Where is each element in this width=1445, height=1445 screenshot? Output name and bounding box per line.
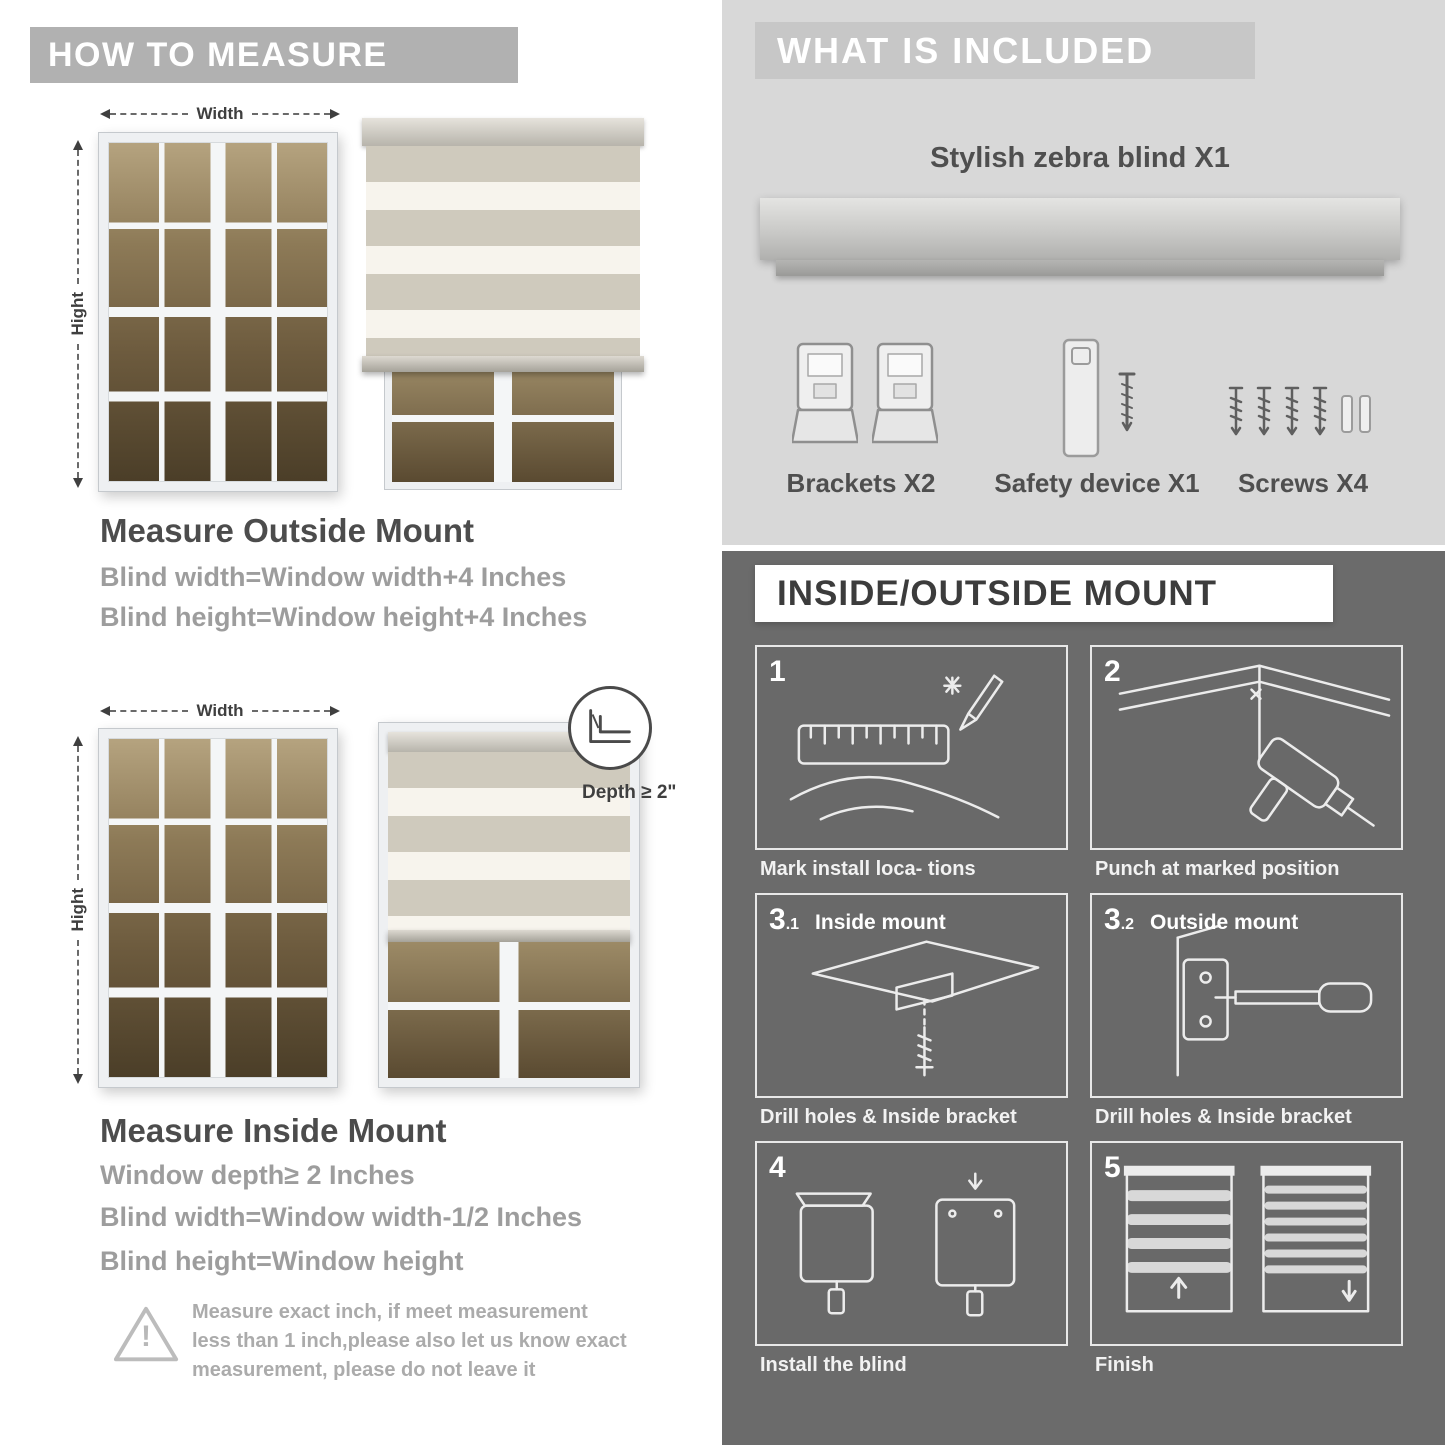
window-panes [388, 942, 630, 1078]
inside-bracket-illustration [811, 940, 1040, 1077]
width-label: Width [196, 701, 244, 720]
step-caption-4: Install the blind [760, 1354, 907, 1376]
step-number: 1 [769, 655, 786, 688]
screws-icon [1228, 386, 1371, 436]
step-panel-1: 1 [755, 645, 1068, 850]
step-panel-3-2: 3 .2 Outside mount [1090, 893, 1403, 1098]
step-caption-5: Finish [1095, 1354, 1154, 1376]
what-is-included-header: WHAT IS INCLUDED [755, 22, 1255, 79]
step-caption-3-1: Drill holes & Inside bracket [760, 1106, 1017, 1128]
safety-device-label: Safety device X1 [994, 468, 1200, 498]
width-label: Width [196, 104, 244, 123]
zebra-blind-inside-figure [378, 722, 640, 1088]
step-panel-4: 4 [755, 1141, 1068, 1346]
step-panel-2: 2 [1090, 645, 1403, 850]
window-panes [108, 738, 328, 1078]
window-corner-icon [589, 709, 631, 743]
window-panes [108, 142, 328, 482]
blind-headrail-lip [776, 260, 1384, 276]
outside-bracket-illustration [1176, 924, 1373, 1077]
blind-cassette [362, 118, 644, 146]
step-inner-label: Inside mount [815, 911, 946, 934]
height-label: Hight [68, 888, 87, 932]
window-photo-outside [98, 132, 338, 492]
arrow-down-icon [73, 478, 83, 488]
install-blind-illustration [795, 1172, 1016, 1317]
brackets-label: Brackets X2 [786, 468, 936, 498]
step-number: 2 [1104, 655, 1121, 688]
arrow-up-icon [73, 736, 83, 746]
blind-stripes [388, 752, 630, 930]
inside-height-formula: Blind height=Window height [100, 1246, 464, 1276]
inside-mount-title: Measure Inside Mount [100, 1112, 447, 1149]
outside-mount-title: Measure Outside Mount [100, 512, 475, 549]
arrow-left-icon [100, 706, 110, 716]
blind-bottom-rail [362, 356, 644, 372]
step-caption-3-2: Drill holes & Inside bracket [1095, 1106, 1352, 1128]
inside-width-formula: Blind width=Window width-1/2 Inches [100, 1202, 583, 1232]
step-caption-1: Mark install loca- tions [760, 858, 976, 880]
step-inner-label: Outside mount [1150, 911, 1299, 934]
step-number: 5 [1104, 1151, 1121, 1184]
mark-location-illustration [789, 674, 1004, 821]
drill-illustration [1118, 664, 1391, 827]
safety-device-icon [1062, 338, 1136, 458]
width-arrow-inside: Width [100, 701, 340, 721]
height-label: Hight [68, 292, 87, 336]
step-number: 4 [769, 1151, 786, 1184]
warning-exclamation: ! [141, 1320, 151, 1353]
how-to-measure-header: HOW TO MEASURE [30, 27, 518, 83]
height-arrow-inside: Hight [68, 736, 88, 1084]
arrow-left-icon [100, 109, 110, 119]
arrow-down-icon [73, 1074, 83, 1084]
depth-requirement-label: Depth ≥ 2" [582, 782, 677, 803]
step-caption-2: Punch at marked position [1095, 858, 1340, 880]
arrow-right-icon [330, 706, 340, 716]
arrow-right-icon [330, 109, 340, 119]
step-panel-3-1: 3 .1 Inside mount [755, 893, 1068, 1098]
blind-headrail-image [760, 198, 1400, 260]
window-under-blind [384, 354, 622, 490]
window-photo-inside [98, 728, 338, 1088]
outside-width-formula: Blind width=Window width+4 Inches [100, 562, 567, 592]
step-number: 3 [1104, 903, 1121, 936]
mount-section-header: INSIDE/OUTSIDE MOUNT [755, 565, 1333, 622]
blind-bottom-rail [388, 930, 630, 942]
step-panel-5: 5 [1090, 1141, 1403, 1346]
screws-label: Screws X4 [1237, 468, 1369, 498]
depth-zoom-circle [568, 686, 652, 770]
warning-triangle-icon: ! [112, 1302, 180, 1368]
zebra-blind-qty-label: Stylish zebra blind X1 [930, 142, 1230, 174]
arrow-up-icon [73, 140, 83, 150]
outside-height-formula: Blind height=Window height+4 Inches [100, 602, 588, 632]
bracket-icon [792, 342, 858, 444]
finish-illustration [1123, 1165, 1372, 1313]
inside-depth-rule: Window depth≥ 2 Inches [100, 1160, 415, 1190]
warning-text: Measure exact inch, if meet measurement … [192, 1301, 627, 1381]
blind-stripes [366, 146, 640, 356]
zebra-blind-outside-figure [362, 118, 644, 490]
width-arrow-outside: Width [100, 104, 340, 124]
step-number: 3 [769, 903, 786, 936]
bracket-icon [872, 342, 938, 444]
height-arrow-outside: Hight [68, 140, 88, 488]
